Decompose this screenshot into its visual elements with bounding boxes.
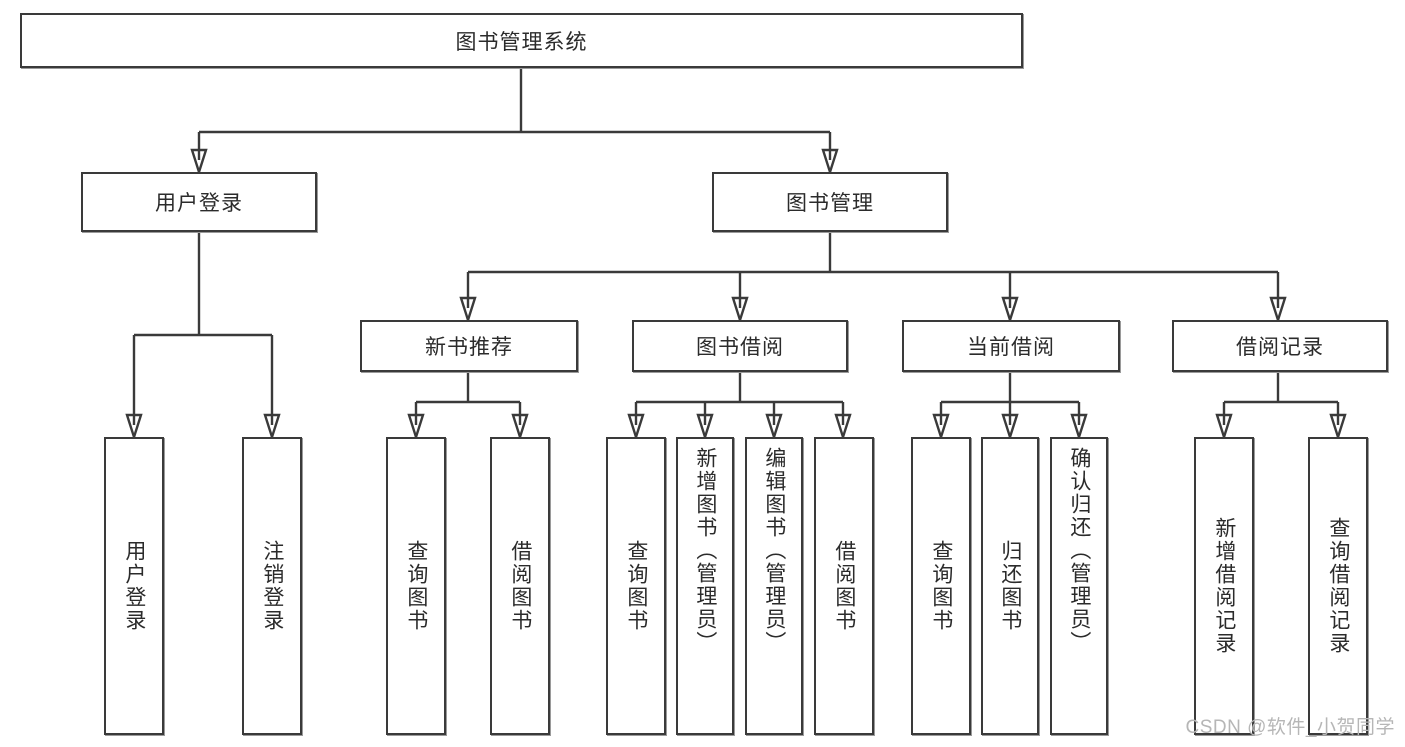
node-label: 图书借阅 <box>696 336 784 359</box>
node-new-book-recommend[interactable]: 新书推荐 <box>360 320 578 372</box>
node-current-borrow[interactable]: 当前借阅 <box>902 320 1120 372</box>
arrowhead-leaf-borrow-book-2 <box>834 413 852 441</box>
node-label: 新增图书（管理员） <box>693 447 717 654</box>
arrowhead-user-login <box>190 148 208 176</box>
node-label: 借阅图书 <box>832 540 856 632</box>
node-leaf-add-record[interactable]: 新增借阅记录 <box>1194 437 1254 735</box>
arrowhead-leaf-add-book <box>696 413 714 441</box>
node-label: 归还图书 <box>998 540 1022 632</box>
node-label: 图书管理 <box>786 192 874 215</box>
node-leaf-add-book[interactable]: 新增图书（管理员） <box>676 437 734 735</box>
node-root-title[interactable]: 图书管理系统 <box>20 13 1023 68</box>
node-book-management[interactable]: 图书管理 <box>712 172 948 232</box>
node-book-borrow[interactable]: 图书借阅 <box>632 320 848 372</box>
arrowhead-leaf-return-book <box>1001 413 1019 441</box>
arrowhead-new-book-recommend <box>459 296 477 324</box>
node-label: 查询图书 <box>624 540 648 632</box>
node-leaf-query-book-1[interactable]: 查询图书 <box>386 437 446 735</box>
node-label: 新增借阅记录 <box>1212 517 1236 655</box>
arrowhead-leaf-query-book-2 <box>627 413 645 441</box>
node-leaf-query-record[interactable]: 查询借阅记录 <box>1308 437 1368 735</box>
node-label: 查询图书 <box>404 540 428 632</box>
node-leaf-user-logout[interactable]: 注销登录 <box>242 437 302 735</box>
node-leaf-edit-book[interactable]: 编辑图书（管理员） <box>745 437 803 735</box>
node-label: 图书管理系统 <box>455 30 588 54</box>
node-label: 借阅图书 <box>508 540 532 632</box>
node-leaf-query-book-2[interactable]: 查询图书 <box>606 437 666 735</box>
node-leaf-query-book-3[interactable]: 查询图书 <box>911 437 971 735</box>
node-leaf-user-login[interactable]: 用户登录 <box>104 437 164 735</box>
arrowhead-leaf-query-book-3 <box>932 413 950 441</box>
arrowhead-book-management <box>821 148 839 176</box>
node-label: 注销登录 <box>260 540 284 632</box>
arrowhead-leaf-confirm-return <box>1070 413 1088 441</box>
arrowhead-leaf-user-login <box>125 413 143 441</box>
arrowhead-leaf-query-record <box>1329 413 1347 441</box>
node-label: 借阅记录 <box>1236 336 1324 359</box>
node-borrow-record[interactable]: 借阅记录 <box>1172 320 1388 372</box>
node-label: 用户登录 <box>122 540 146 632</box>
arrowhead-book-borrow <box>731 296 749 324</box>
node-leaf-return-book[interactable]: 归还图书 <box>981 437 1039 735</box>
node-user-login[interactable]: 用户登录 <box>81 172 317 232</box>
arrowhead-leaf-query-book-1 <box>407 413 425 441</box>
node-label: 用户登录 <box>155 192 243 215</box>
node-label: 当前借阅 <box>967 336 1055 359</box>
arrowhead-current-borrow <box>1001 296 1019 324</box>
node-leaf-borrow-book-1[interactable]: 借阅图书 <box>490 437 550 735</box>
node-label: 编辑图书（管理员） <box>762 447 786 654</box>
node-label: 确认归还（管理员） <box>1067 447 1091 654</box>
arrowhead-leaf-add-record <box>1215 413 1233 441</box>
node-label: 查询图书 <box>929 540 953 632</box>
node-leaf-borrow-book-2[interactable]: 借阅图书 <box>814 437 874 735</box>
arrowhead-leaf-edit-book <box>765 413 783 441</box>
node-label: 新书推荐 <box>425 336 513 359</box>
node-label: 查询借阅记录 <box>1326 517 1350 655</box>
arrowhead-leaf-borrow-book-1 <box>511 413 529 441</box>
arrowhead-borrow-record <box>1269 296 1287 324</box>
node-leaf-confirm-return[interactable]: 确认归还（管理员） <box>1050 437 1108 735</box>
arrowhead-leaf-user-logout <box>263 413 281 441</box>
